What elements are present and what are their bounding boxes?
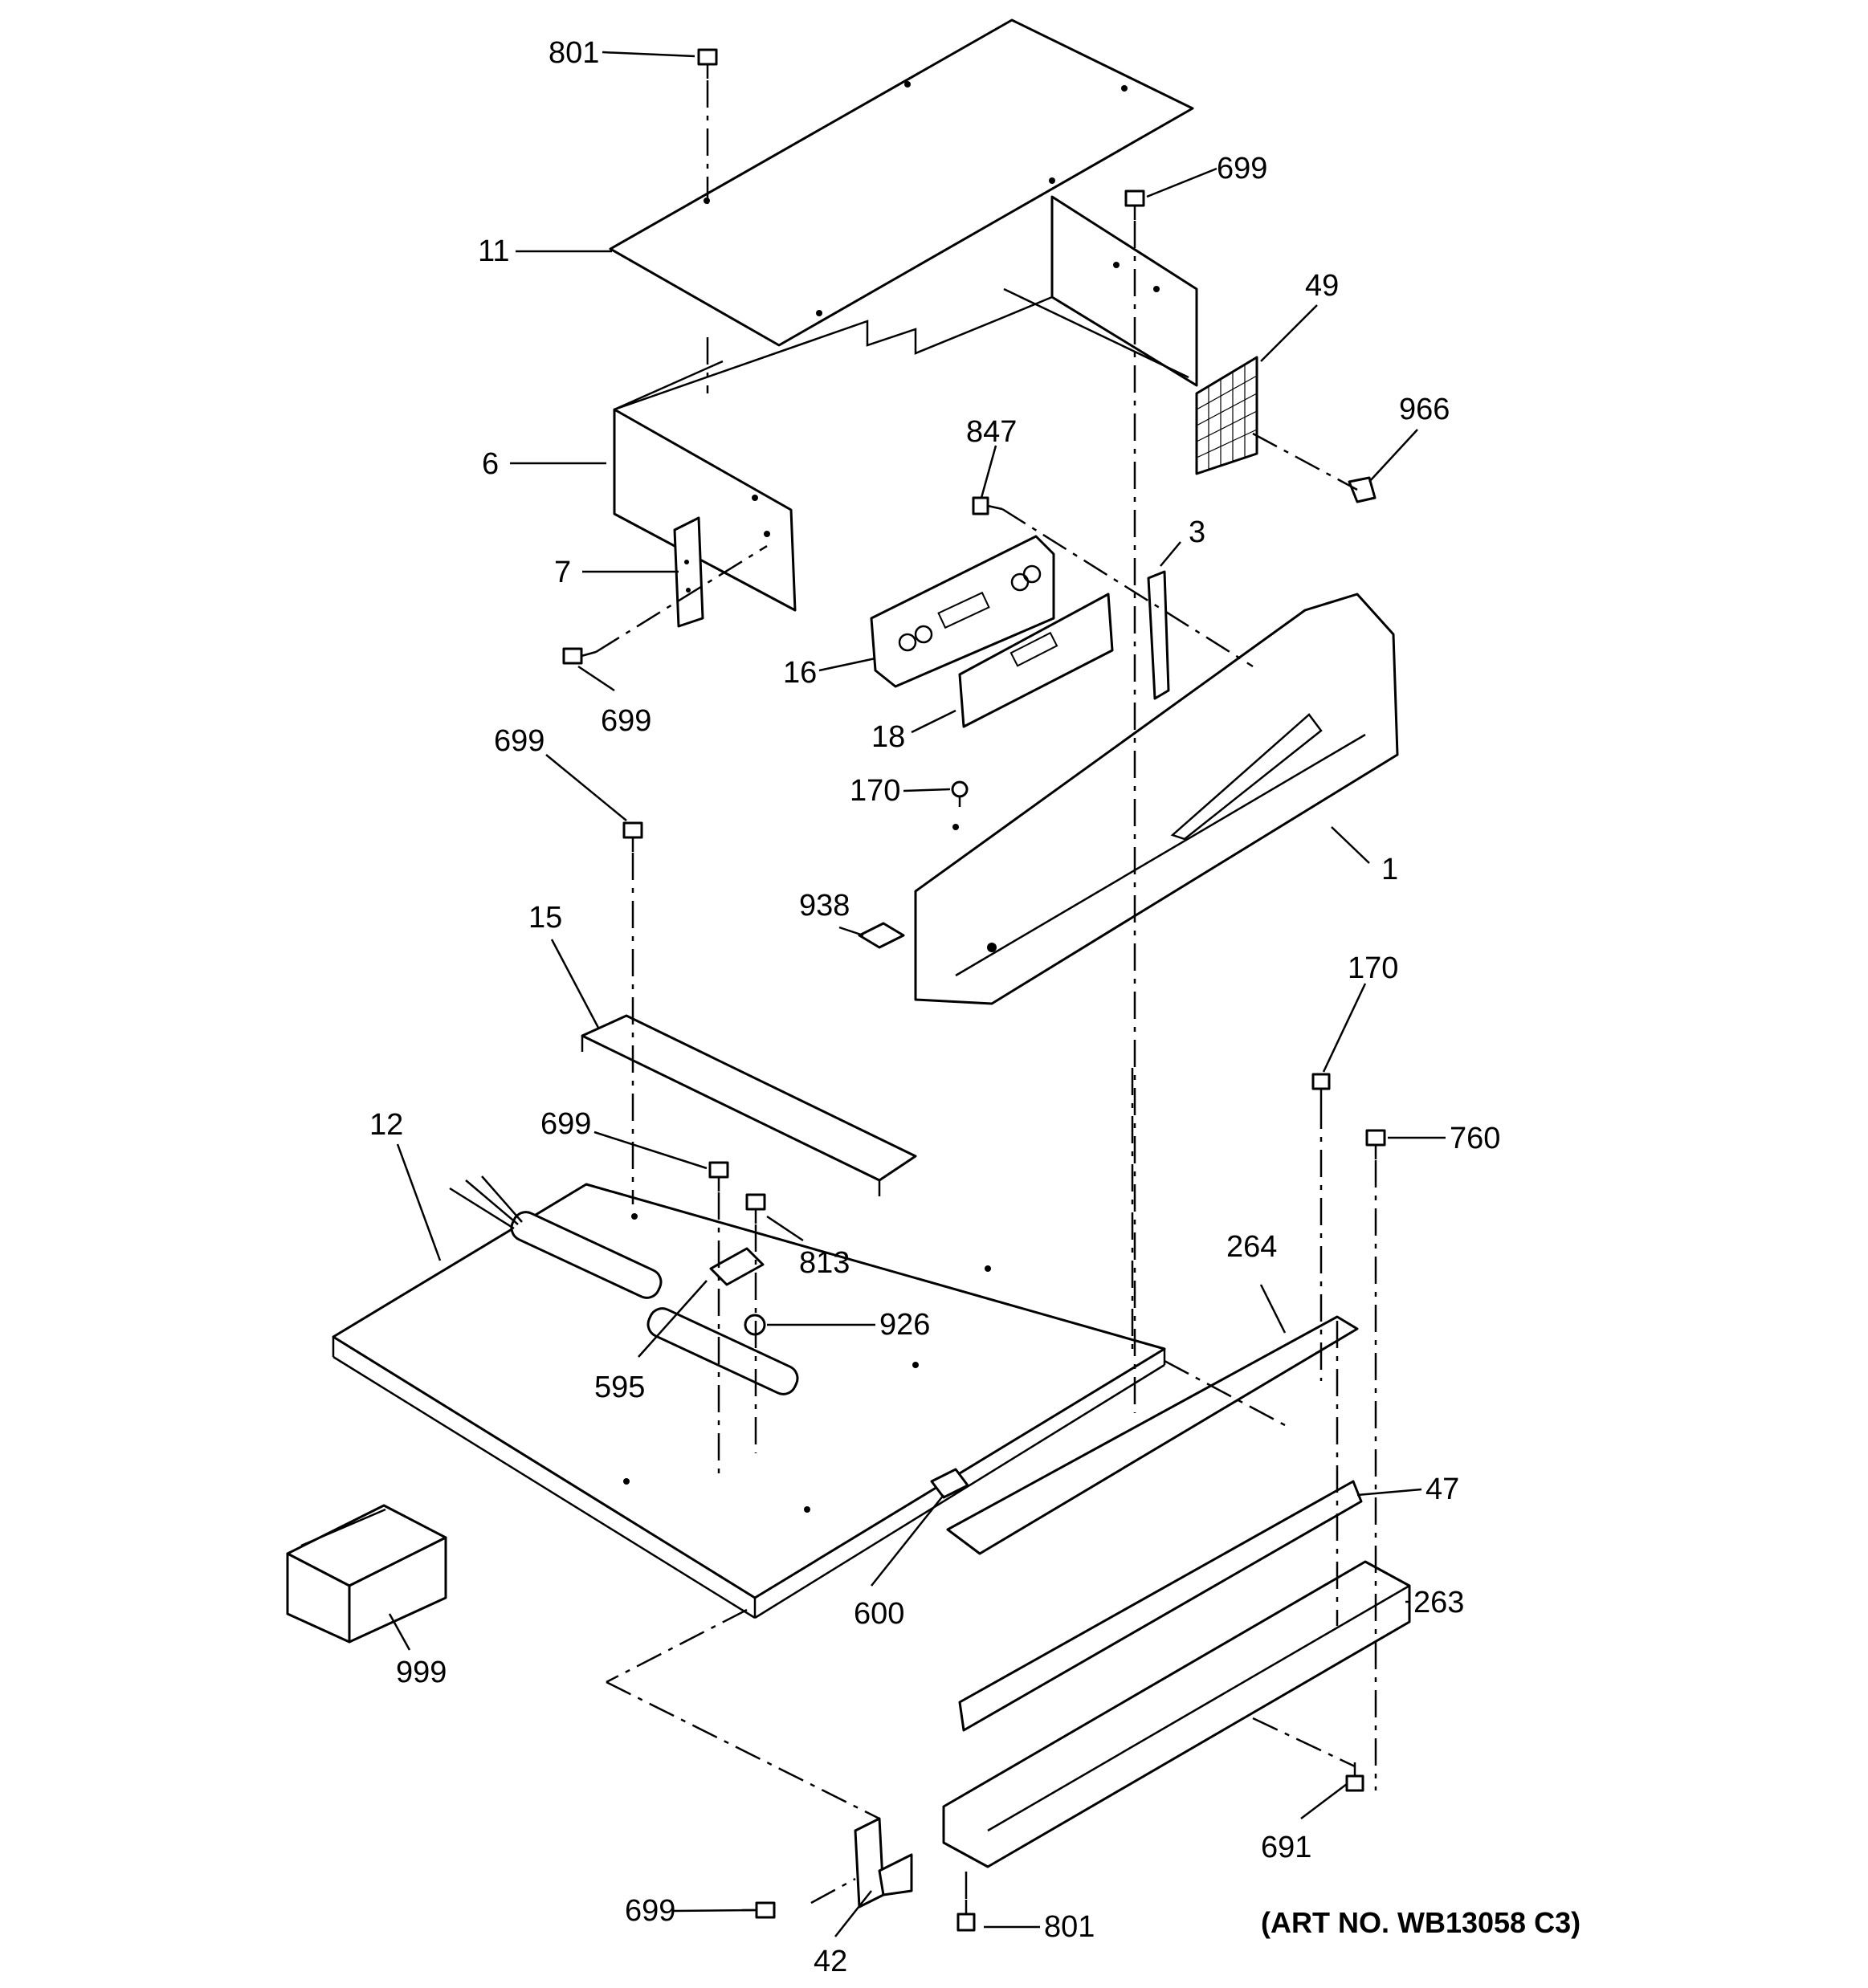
callout-47: 47 (1425, 1473, 1459, 1506)
callout-801-top: 801 (549, 36, 599, 70)
callout-966: 966 (1399, 393, 1450, 426)
callout-15: 15 (528, 901, 562, 935)
part-49-mesh (1195, 356, 1258, 475)
screw-icon (622, 821, 643, 852)
callout-11: 11 (478, 234, 509, 268)
screw-icon (1124, 189, 1145, 220)
part-6-enclosure (613, 195, 1198, 612)
part-7-bracket (673, 516, 704, 628)
part-595-bracket (709, 1247, 765, 1286)
screw-icon (708, 1161, 729, 1192)
callout-699-upper-right: 699 (1217, 152, 1267, 185)
part-15-duct (581, 1014, 917, 1196)
callout-42: 42 (814, 1945, 847, 1978)
part-42-bracket (854, 1817, 913, 1909)
screw-icon (956, 1900, 976, 1932)
callout-699-left-mid: 699 (494, 724, 544, 758)
part-999-box (286, 1504, 447, 1644)
part-264-trim (946, 1315, 1359, 1555)
callout-847: 847 (966, 415, 1017, 449)
part-938-clip (858, 922, 905, 949)
heating-element-coils (449, 1175, 799, 1395)
screw-icon (745, 1193, 766, 1224)
screw-icon (1365, 1129, 1386, 1159)
screw-icon (562, 647, 597, 665)
callout-699-left-upper: 699 (601, 704, 651, 738)
screw-icon (1345, 1762, 1364, 1792)
callout-926: 926 (879, 1308, 930, 1342)
art-number: (ART NO. WB13058 C3) (1261, 1906, 1580, 1939)
callout-170-upper: 170 (850, 774, 900, 808)
part-263-grille (942, 1560, 1411, 1868)
leader-lines (388, 51, 1446, 1937)
callout-labels: 801 699 11 49 966 6 847 3 7 16 699 18 69… (369, 36, 1500, 1978)
part-3-bracket (1147, 570, 1170, 700)
callout-49: 49 (1305, 269, 1339, 303)
callout-18: 18 (871, 720, 905, 754)
callout-699-bottom: 699 (625, 1894, 675, 1928)
part-966-clip (1348, 476, 1377, 503)
part-600-connector (930, 1468, 969, 1499)
alignment-lines (595, 80, 1377, 1904)
screw-icons (562, 48, 1386, 1932)
callout-263: 263 (1413, 1586, 1464, 1619)
callout-264: 264 (1226, 1230, 1277, 1264)
callout-595: 595 (594, 1371, 645, 1404)
screw-icon (697, 48, 718, 79)
callout-699-center: 699 (540, 1107, 591, 1141)
screw-icon (972, 496, 1003, 515)
callout-7: 7 (554, 556, 571, 589)
callout-1: 1 (1381, 853, 1398, 886)
screw-icon (1311, 1073, 1331, 1102)
part-11-top-cover (609, 18, 1194, 347)
part-18-keypad-overlay (958, 593, 1114, 728)
callout-813: 813 (799, 1246, 850, 1280)
part-1-backguard (914, 593, 1399, 1005)
callout-16: 16 (783, 656, 817, 690)
callout-3: 3 (1189, 515, 1205, 549)
callout-600: 600 (854, 1597, 904, 1631)
screw-icon (951, 780, 969, 807)
callout-938: 938 (799, 889, 850, 923)
callout-801-bottom: 801 (1044, 1910, 1095, 1944)
part-12-cooktop-panel (332, 1175, 1166, 1619)
callout-6: 6 (482, 447, 499, 481)
callout-12: 12 (369, 1108, 403, 1142)
callout-170-right: 170 (1348, 951, 1398, 985)
callout-760: 760 (1450, 1122, 1500, 1155)
callout-999: 999 (396, 1656, 447, 1689)
callout-691: 691 (1261, 1831, 1311, 1864)
part-16-control-board (870, 535, 1055, 688)
part-47-vent (958, 1480, 1363, 1732)
